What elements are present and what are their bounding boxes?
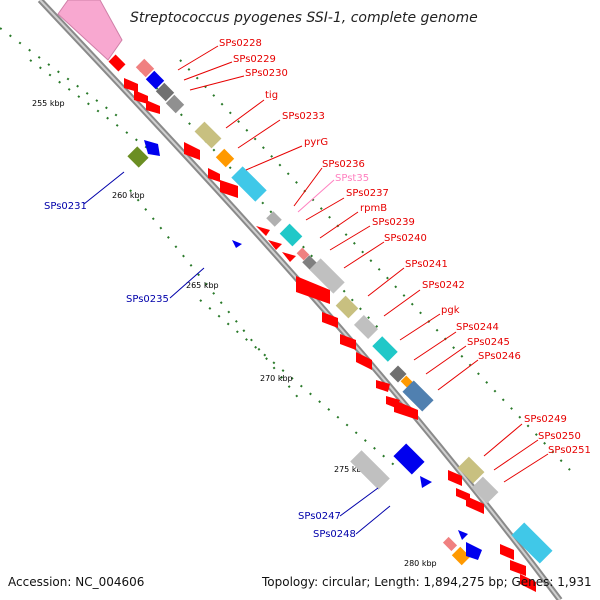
kbp-label: 275 kbp xyxy=(334,465,367,474)
left-gene-labels: SPs0231 SPs0235 SPs0247 SPs0248 xyxy=(44,201,356,540)
gene-feature[interactable] xyxy=(266,211,282,227)
gene-feature[interactable] xyxy=(220,180,238,198)
gene-feature[interactable] xyxy=(144,140,160,156)
gene-feature[interactable] xyxy=(232,240,242,248)
gene-label[interactable]: SPs0251 xyxy=(548,445,591,456)
gene-feature[interactable] xyxy=(420,476,432,488)
gene-feature[interactable] xyxy=(458,530,468,540)
gene-feature[interactable] xyxy=(135,58,155,78)
gene-track-left[interactable] xyxy=(127,140,482,566)
gene-feature[interactable] xyxy=(282,252,296,262)
genome-summary-text: Topology: circular; Length: 1,894,275 bp… xyxy=(261,575,592,589)
gene-feature[interactable] xyxy=(500,544,514,560)
gene-feature[interactable] xyxy=(466,542,482,560)
gene-label[interactable]: pyrG xyxy=(304,137,328,148)
gene-feature[interactable] xyxy=(322,312,338,328)
kbp-label: 265 kbp xyxy=(186,281,219,290)
gene-label[interactable]: SPs0228 xyxy=(219,38,262,49)
gene-feature[interactable] xyxy=(145,70,165,90)
gene-label[interactable]: SPs0235 xyxy=(126,294,169,305)
gene-feature[interactable] xyxy=(268,240,282,250)
gene-label[interactable]: SPs0233 xyxy=(282,111,325,122)
gene-feature[interactable] xyxy=(376,380,390,392)
gene-feature[interactable] xyxy=(309,258,345,294)
gene-feature[interactable] xyxy=(155,82,175,102)
left-connectors xyxy=(83,171,391,535)
right-connectors xyxy=(177,45,549,483)
gene-label[interactable]: SPs0231 xyxy=(44,201,87,212)
gene-label[interactable]: SPs0230 xyxy=(245,68,288,79)
gene-feature[interactable] xyxy=(127,146,149,168)
gene-label[interactable]: SPs0250 xyxy=(538,431,581,442)
accession-text: Accession: NC_004606 xyxy=(8,575,144,589)
gene-feature[interactable] xyxy=(215,148,235,168)
gene-feature[interactable] xyxy=(394,400,418,420)
gene-feature[interactable] xyxy=(165,94,185,114)
gene-feature[interactable] xyxy=(451,546,471,566)
gene-feature[interactable] xyxy=(393,443,425,475)
genome-backbone-highlight xyxy=(39,0,561,600)
guide-line xyxy=(29,59,151,151)
gene-feature[interactable] xyxy=(340,334,356,350)
gene-feature[interactable] xyxy=(279,223,303,247)
gene-label[interactable]: SPs0242 xyxy=(422,280,465,291)
guide-line xyxy=(0,27,121,119)
gene-feature[interactable] xyxy=(231,166,267,202)
gene-label[interactable]: SPs0249 xyxy=(524,414,567,425)
gene-label[interactable]: SPs0241 xyxy=(405,259,448,270)
gene-feature[interactable] xyxy=(335,295,359,319)
gene-label[interactable]: tig xyxy=(265,90,278,101)
gene-label[interactable]: SPs0236 xyxy=(322,159,365,170)
gene-feature[interactable] xyxy=(471,476,499,504)
gene-label[interactable]: SPs0240 xyxy=(384,233,427,244)
gene-feature[interactable] xyxy=(256,226,270,236)
kbp-label: 270 kbp xyxy=(260,374,293,383)
gene-feature[interactable] xyxy=(520,574,536,592)
gene-feature[interactable] xyxy=(57,0,123,61)
gene-track-right[interactable] xyxy=(108,54,553,592)
gene-feature[interactable] xyxy=(457,456,485,484)
gene-feature[interactable] xyxy=(296,276,330,304)
gene-label[interactable]: SPst35 xyxy=(335,173,369,184)
right-gene-labels: SPs0228 SPs0229 SPs0230 tig SPs0233 pyrG… xyxy=(219,38,591,456)
gene-label[interactable]: SPs0239 xyxy=(372,217,415,228)
gene-feature[interactable] xyxy=(511,522,553,564)
gene-feature[interactable] xyxy=(510,560,526,576)
gene-feature[interactable] xyxy=(194,121,222,149)
gene-feature[interactable] xyxy=(350,450,390,490)
gene-feature[interactable] xyxy=(353,314,379,340)
gene-label[interactable]: SPs0248 xyxy=(313,529,356,540)
connector-pink xyxy=(297,179,335,213)
gene-feature[interactable] xyxy=(108,54,126,72)
gene-label[interactable]: pgk xyxy=(441,305,460,316)
gene-label[interactable]: SPs0229 xyxy=(233,54,276,65)
gene-feature[interactable] xyxy=(146,100,160,114)
guide-line xyxy=(179,59,571,471)
gene-feature[interactable] xyxy=(442,536,458,552)
gene-label[interactable]: SPs0247 xyxy=(298,511,341,522)
gene-feature[interactable] xyxy=(296,247,310,261)
gene-label[interactable]: SPs0244 xyxy=(456,322,499,333)
gene-label[interactable]: rpmB xyxy=(360,203,387,214)
kbp-label: 255 kbp xyxy=(32,99,65,108)
kbp-label: 260 kbp xyxy=(112,191,145,200)
gene-feature[interactable] xyxy=(208,168,220,182)
gene-feature[interactable] xyxy=(389,365,407,383)
gene-feature[interactable] xyxy=(134,90,148,104)
gene-label[interactable]: SPs0237 xyxy=(346,188,389,199)
gene-feature[interactable] xyxy=(356,352,372,370)
gene-feature[interactable] xyxy=(124,78,138,92)
gene-feature[interactable] xyxy=(402,380,434,412)
gene-label[interactable]: SPs0245 xyxy=(467,337,510,348)
gene-feature[interactable] xyxy=(372,336,398,362)
gene-feature[interactable] xyxy=(448,470,462,486)
kbp-markers: 255 kbp 260 kbp 265 kbp 270 kbp 275 kbp … xyxy=(32,99,437,568)
tick-guides xyxy=(0,27,571,471)
map-title: Streptococcus pyogenes SSI-1, complete g… xyxy=(130,10,478,26)
kbp-label: 280 kbp xyxy=(404,559,437,568)
gene-feature[interactable] xyxy=(466,496,484,514)
gene-feature[interactable] xyxy=(184,142,200,160)
gene-label[interactable]: SPs0246 xyxy=(478,351,521,362)
